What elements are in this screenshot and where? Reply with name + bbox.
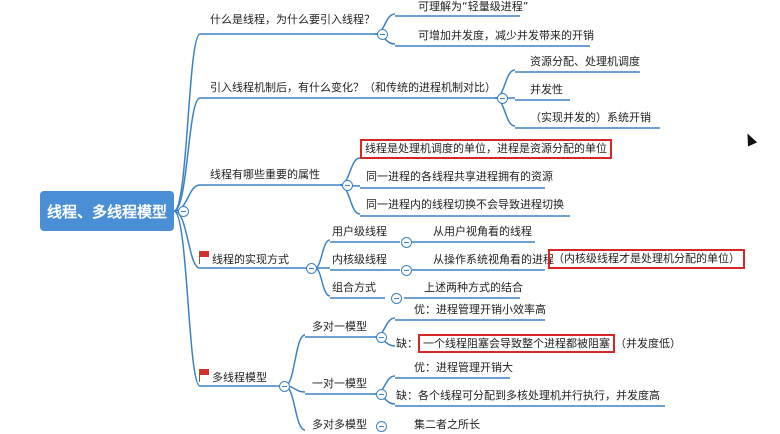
impl-combined[interactable]: 组合方式 <box>332 281 376 294</box>
model-m3-desc[interactable]: 集二者之所长 <box>414 418 480 431</box>
impl-kernel-level-desc[interactable]: 从操作系统视角看的进程 <box>433 253 554 266</box>
collapse-icon[interactable] <box>497 93 508 104</box>
impl-combined-desc[interactable]: 上述两种方式的结合 <box>424 281 523 294</box>
root-label: 线程、多线程模型 <box>46 202 167 221</box>
topic-multithread-models[interactable]: 多线程模型 <box>212 371 267 384</box>
model-m2-pro[interactable]: 优：进程管理开销大 <box>414 361 513 374</box>
collapse-icon[interactable] <box>178 206 189 217</box>
root-node[interactable]: 线程、多线程模型 <box>40 191 174 231</box>
q2-answer-3[interactable]: （实现并发的）系统开销 <box>530 111 651 124</box>
collapse-icon[interactable] <box>377 29 388 40</box>
model-many-to-one[interactable]: 多对一模型 <box>312 320 367 333</box>
impl-user-level-desc[interactable]: 从用户视角看的线程 <box>433 225 532 238</box>
collapse-icon[interactable] <box>376 332 387 343</box>
model-m1-con-suffix: （并发度低） <box>615 337 681 350</box>
model-many-to-many[interactable]: 多对多模型 <box>312 418 367 431</box>
model-m1-pro[interactable]: 优：进程管理开销小效率高 <box>414 303 546 316</box>
q3-answer-1-highlighted[interactable]: 线程是处理机调度的单位，进程是资源分配的单位 <box>360 139 612 159</box>
flag-icon <box>197 250 211 264</box>
model-m1-con-highlighted: 一个线程阻塞会导致整个进程都被阻塞 <box>418 334 615 353</box>
q1-answer-2[interactable]: 可增加并发度，减少并发带来的开销 <box>418 29 594 42</box>
q1-answer-1[interactable]: 可理解为“轻量级进程” <box>418 0 529 13</box>
collapse-icon[interactable] <box>401 265 412 276</box>
model-m2-con[interactable]: 缺：各个线程可分配到多核处理机并行执行，并发度高 <box>396 389 660 402</box>
collapse-icon[interactable] <box>342 180 353 191</box>
collapse-icon[interactable] <box>376 389 387 400</box>
q2-answer-2[interactable]: 并发性 <box>530 83 563 96</box>
model-one-to-one[interactable]: 一对一模型 <box>312 377 367 390</box>
topic-attributes[interactable]: 线程有哪些重要的属性 <box>210 168 320 181</box>
impl-kernel-note-highlighted[interactable]: （内核级线程才是处理机分配的单位） <box>548 249 745 269</box>
collapse-icon[interactable] <box>401 237 412 248</box>
impl-kernel-level[interactable]: 内核级线程 <box>332 253 387 266</box>
q3-answer-3[interactable]: 同一进程内的线程切换不会导致进程切换 <box>366 198 564 211</box>
impl-user-level[interactable]: 用户级线程 <box>332 225 387 238</box>
model-m1-con-prefix: 缺： <box>396 337 418 350</box>
topic-implementation[interactable]: 线程的实现方式 <box>212 253 289 266</box>
collapse-icon[interactable] <box>279 381 290 392</box>
collapse-icon[interactable] <box>391 293 402 304</box>
topic-what-is-thread[interactable]: 什么是线程，为什么要引入线程？ <box>210 13 375 26</box>
collapse-icon[interactable] <box>376 421 387 432</box>
q3-answer-2[interactable]: 同一进程的各线程共享进程拥有的资源 <box>366 170 553 183</box>
flag-icon <box>197 368 211 382</box>
q2-answer-1[interactable]: 资源分配、处理机调度 <box>530 55 640 68</box>
model-m1-con[interactable]: 缺：一个线程阻塞会导致整个进程都被阻塞（并发度低） <box>396 334 681 353</box>
topic-changes[interactable]: 引入线程机制后，有什么变化？（和传统的进程机制对比） <box>210 81 496 94</box>
collapse-icon[interactable] <box>306 263 317 274</box>
